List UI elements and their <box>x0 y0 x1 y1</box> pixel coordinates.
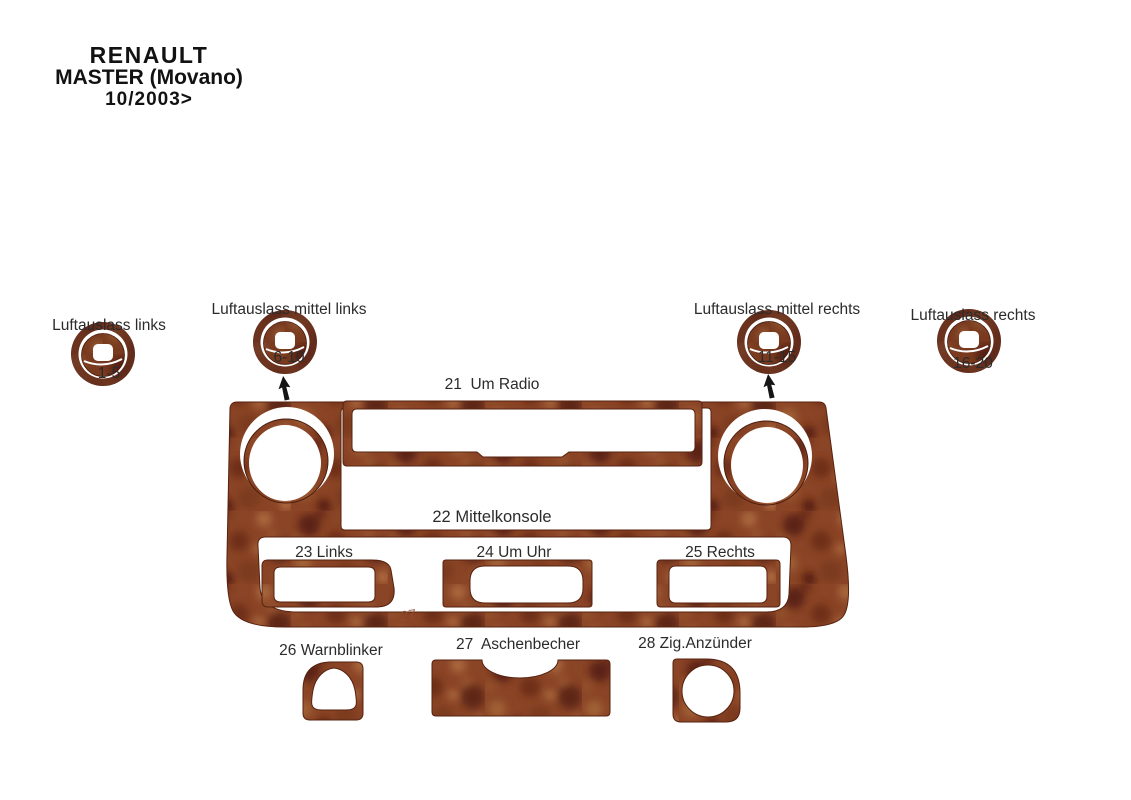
model-date-range: 10/2003> <box>105 89 193 110</box>
title-block: RENAULT MASTER (Movano) 10/2003> <box>46 42 252 111</box>
hazard-switch-piece <box>302 661 364 721</box>
left-switch-part-label: 23 Links <box>295 544 353 561</box>
cigarette-lighter-piece <box>672 658 741 723</box>
right-switch-part-label: 25 Rechts <box>685 544 755 561</box>
vent-middle-right-name: Luftauslass mittel rechts <box>693 301 861 318</box>
vent-middle-left-name: Luftauslass mittel links <box>211 301 367 318</box>
vent-middle-right-label: Luftauslass mittel rechts 11-15 <box>694 270 860 398</box>
clock-part-label: 24 Um Uhr <box>476 544 552 561</box>
radio-part-label: 21 Um Radio <box>444 376 540 393</box>
ashtray-part-label: 27 Aschenbecher <box>455 636 581 653</box>
panel-number-stamp: 27 <box>398 605 417 625</box>
vent-middle-left-range: 6-10 <box>273 349 305 366</box>
right-switch-insert <box>656 559 781 608</box>
vent-left-label: Luftauslass links 1-5 <box>52 286 166 414</box>
vent-left-range: 1-5 <box>97 365 121 382</box>
vent-middle-left-label: Luftauslass mittel links 6-10 <box>211 270 366 398</box>
vent-right-label: Luftauslass rechts 16-20 <box>911 276 1036 404</box>
vent-middle-right-range: 11-15 <box>757 349 797 366</box>
model-title: MASTER (Movano) <box>55 66 243 89</box>
hazard-part-label: 26 Warnblinker <box>279 642 383 659</box>
left-switch-insert <box>261 559 395 608</box>
vent-left-name: Luftauslass links <box>52 317 166 334</box>
right-speaker-ring <box>718 409 812 506</box>
brand-title: RENAULT <box>89 42 209 68</box>
vent-right-range: 16-20 <box>953 355 993 372</box>
center-console-part-label: 22 Mittelkonsole <box>432 508 552 526</box>
vent-right-name: Luftauslass rechts <box>910 307 1036 324</box>
lighter-part-label: 28 Zig.Anzünder <box>638 635 752 652</box>
radio-surround-piece <box>342 400 703 467</box>
clock-insert <box>442 559 593 608</box>
left-speaker-ring <box>240 407 334 504</box>
ashtray-piece <box>431 659 611 717</box>
